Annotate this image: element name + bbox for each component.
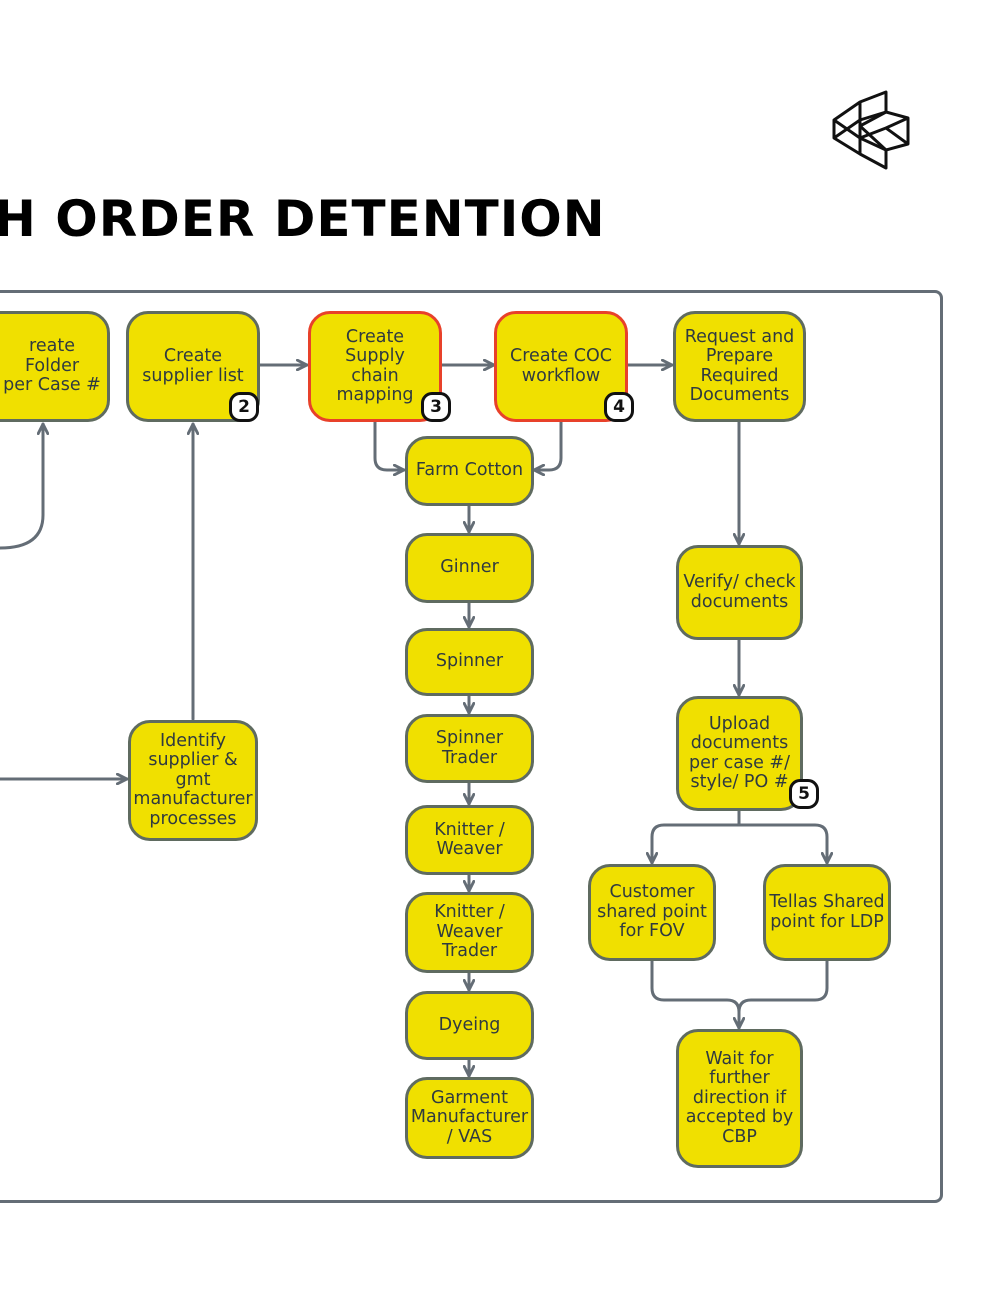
tellas-shared-point-node: Tellas Shared point for LDP bbox=[763, 864, 891, 961]
spinner-node: Spinner bbox=[405, 628, 534, 696]
upload-documents-node: Upload documents per case #/ style/ PO # bbox=[676, 696, 803, 811]
dyeing-node: Dyeing bbox=[405, 991, 534, 1060]
spinner-trader-node: Spinner Trader bbox=[405, 714, 534, 783]
knitter-weaver-trader-node: Knitter / Weaver Trader bbox=[405, 892, 534, 973]
customer-shared-point-node: Customer shared point for FOV bbox=[588, 864, 716, 961]
knitter-weaver-node: Knitter / Weaver bbox=[405, 805, 534, 875]
step-badge-2: 2 bbox=[229, 392, 259, 422]
create-supply-chain-mapping-node: Create Supply chain mapping bbox=[308, 311, 442, 422]
step-badge-5: 5 bbox=[789, 779, 819, 809]
create-folder-node: reate Folder per Case # bbox=[0, 311, 110, 422]
step-badge-4: 4 bbox=[604, 392, 634, 422]
identify-supplier-node: Identify supplier & gmt manufacturer pro… bbox=[128, 720, 258, 841]
page-title: H ORDER DETENTION bbox=[0, 190, 606, 248]
request-documents-node: Request and Prepare Required Documents bbox=[673, 311, 806, 422]
brand-logo-icon bbox=[832, 90, 910, 170]
ginner-node: Ginner bbox=[405, 533, 534, 603]
create-coc-workflow-node: Create COC workflow bbox=[494, 311, 628, 422]
verify-documents-node: Verify/ check documents bbox=[676, 545, 803, 640]
farm-cotton-node: Farm Cotton bbox=[405, 436, 534, 506]
wait-for-direction-node: Wait for further direction if accepted b… bbox=[676, 1029, 803, 1168]
garment-manufacturer-node: Garment Manufacturer / VAS bbox=[405, 1077, 534, 1159]
process-frame bbox=[0, 290, 943, 1203]
step-badge-3: 3 bbox=[421, 392, 451, 422]
